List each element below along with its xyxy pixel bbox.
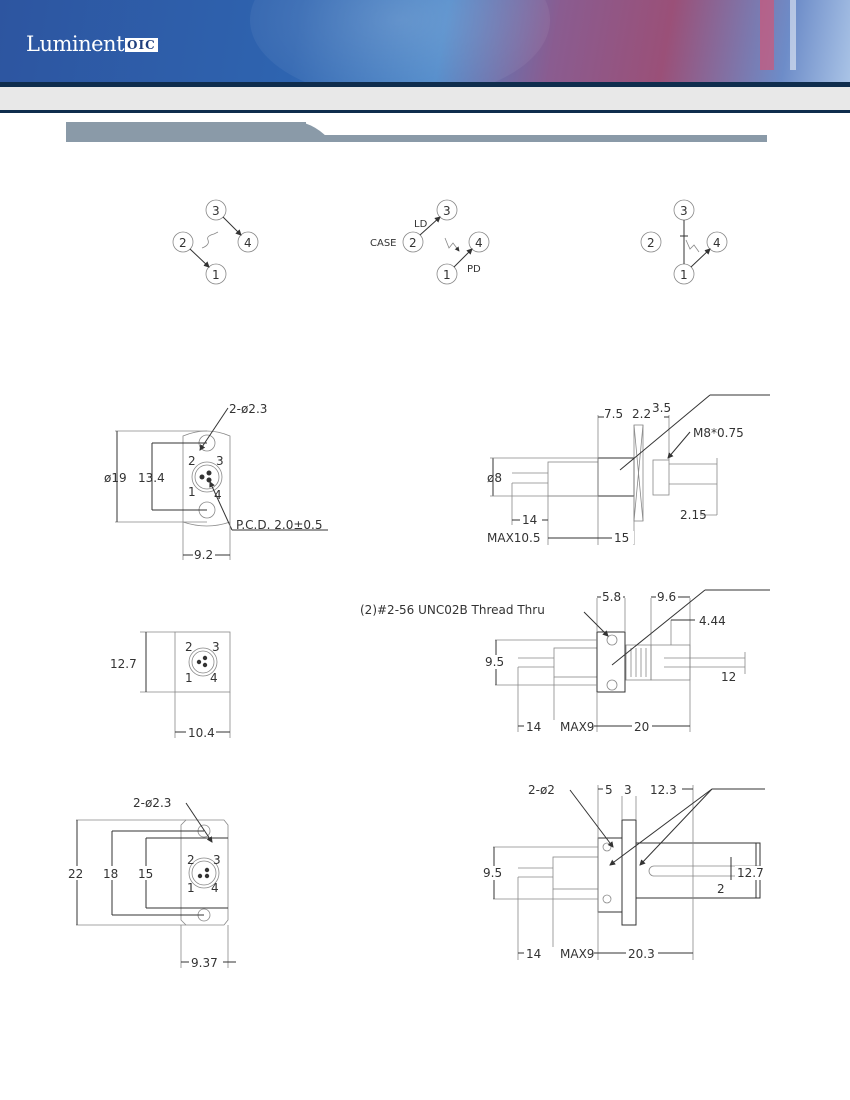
dim-label: 3.5	[652, 401, 671, 415]
light-emission-icon	[444, 237, 460, 252]
pin-label: 4	[244, 236, 252, 250]
dim-label: MAX9	[560, 947, 594, 961]
dim-label: 14	[526, 947, 541, 961]
pin-diagram-3: 3 2 4 1	[640, 199, 728, 285]
dim-label: 9.5	[483, 866, 502, 880]
banner-stripe	[760, 0, 774, 70]
pin-diagram-2: 3 2 4 1 LD CASE PD	[370, 199, 490, 285]
dim-label: 2-ø2	[528, 783, 555, 797]
dim-label: 5.8	[602, 590, 621, 604]
dim-label: 2	[717, 882, 725, 896]
pin-label: 1	[680, 268, 688, 282]
dim-label: 14	[526, 720, 541, 734]
logo-box: OIC	[125, 38, 158, 52]
pin-label: 3	[680, 204, 688, 218]
dim-label: 3	[624, 783, 632, 797]
light-emission-icon	[201, 231, 219, 249]
dim-label: 12.7	[737, 866, 764, 880]
dim-label: 2.15	[680, 508, 707, 522]
dim-label: ø8	[487, 471, 502, 485]
dim-label: 2.2	[632, 407, 651, 421]
pin-label: 2	[179, 236, 187, 250]
dim-label: 15	[138, 867, 153, 881]
dim-label: 7.5	[604, 407, 623, 421]
dim-label: 2-ø2.3	[133, 796, 171, 810]
section-tab	[66, 122, 306, 142]
pin-label: 2	[188, 454, 196, 468]
pin-label: 4	[210, 671, 218, 685]
dim-label: 18	[103, 867, 118, 881]
banner-stripe	[790, 0, 796, 70]
pin-label: 2	[185, 640, 193, 654]
drawing-side-plate: 2-ø2 5 3 12.3 9.5 12.7 2 14 MAX9 20.3	[482, 783, 767, 961]
dim-label: ø19	[104, 471, 127, 485]
pin-label: 4	[211, 881, 219, 895]
dim-label: 20	[634, 720, 649, 734]
pin-label: 3	[213, 853, 221, 867]
header-band	[0, 87, 850, 110]
thread-note: (2)#2-56 UNC02B Thread Thru	[360, 603, 545, 617]
drawing-side-square: (2)#2-56 UNC02B Thread Thru 5.8 9.6 4.44…	[360, 589, 770, 734]
dim-label: 10.4	[188, 726, 215, 740]
dim-label: P.C.D. 2.0±0.5	[236, 518, 322, 532]
dim-label: 14	[522, 513, 537, 527]
pin-label: 4	[475, 236, 483, 250]
dim-label: 12.3	[650, 783, 677, 797]
pin-label: 1	[212, 268, 220, 282]
drawing-flange-rect: 2-ø2.3 22 18 15 9.37 2 3 1 4	[66, 796, 236, 970]
pin-label: 4	[713, 236, 721, 250]
pin-label: 2	[647, 236, 655, 250]
pin-label: 3	[216, 454, 224, 468]
header-rule	[0, 110, 850, 113]
pin-label: 4	[214, 488, 222, 502]
pin-label: 1	[188, 485, 196, 499]
dim-label: 9.6	[657, 590, 676, 604]
dim-label: 12	[721, 670, 736, 684]
dim-label: 9.2	[194, 548, 213, 562]
drawing-side-threaded: 7.5 2.2 3.5 M8*0.75 ø8 14 MAX10.5 15 2.1…	[487, 394, 770, 545]
dim-label: MAX10.5	[487, 531, 541, 545]
dim-label: 4.44	[699, 614, 726, 628]
logo-text: Luminent	[26, 32, 125, 56]
dim-label: 22	[68, 867, 83, 881]
dim-label: 2-ø2.3	[229, 402, 267, 416]
dim-label: 9.37	[191, 956, 218, 970]
dim-label: 20.3	[628, 947, 655, 961]
pin-label: 3	[212, 640, 220, 654]
dim-label: 12.7	[110, 657, 137, 671]
drawing-flange-round: 2-ø2.3 ø19 13.4 2 3 1 4 P.C.D. 2.0±0.5 9…	[104, 402, 328, 562]
dim-label: 9.5	[485, 655, 504, 669]
pin-label: 3	[443, 204, 451, 218]
light-emission-icon	[685, 239, 700, 253]
pin-label: 2	[187, 853, 195, 867]
dim-label: 5	[605, 783, 613, 797]
dim-label: 15	[614, 531, 629, 545]
pin-label: 1	[187, 881, 195, 895]
drawing-flange-square: 12.7 10.4 2 3 1 4	[108, 631, 231, 740]
ld-label: LD	[414, 219, 428, 230]
pin-label: 3	[212, 204, 220, 218]
pin-label: 2	[409, 236, 417, 250]
section-line	[300, 135, 767, 142]
pd-label: PD	[467, 264, 481, 275]
pin-label: 1	[185, 671, 193, 685]
dim-label: MAX9	[560, 720, 594, 734]
pin-label: 1	[443, 268, 451, 282]
case-label: CASE	[370, 238, 397, 249]
dim-label: 13.4	[138, 471, 165, 485]
header-rule	[0, 82, 850, 87]
dim-label: M8*0.75	[693, 426, 744, 440]
pin-diagram-1: 3 2 4 1	[172, 199, 259, 285]
